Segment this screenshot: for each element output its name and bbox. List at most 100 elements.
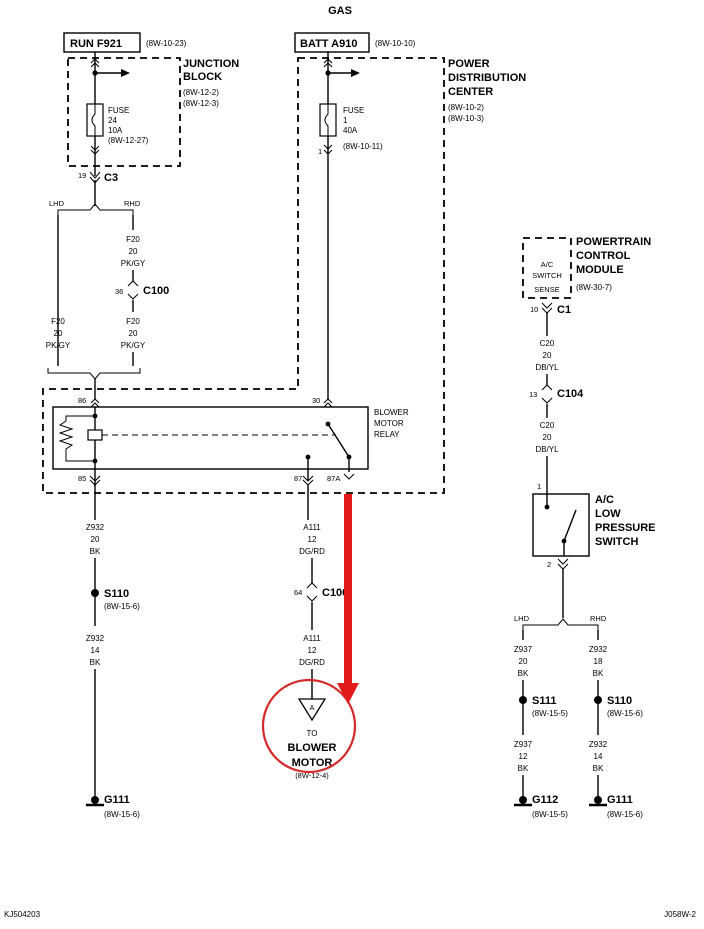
f20-rhd-code: F20 [126, 235, 140, 244]
z937-b-code: Z937 [514, 740, 533, 749]
relay-name-1: BLOWER [374, 408, 409, 417]
relay-pin-85: 85 [78, 474, 86, 483]
junction-block-name-2: BLOCK [183, 71, 222, 83]
relay-coil-symbol [87, 429, 103, 441]
f20-rhd-gauge: 20 [129, 247, 138, 256]
a111-a-code: A111 [303, 523, 321, 532]
ac-switch-name-4: SWITCH [595, 536, 638, 548]
splice-s110-left-dot [91, 589, 99, 597]
split1-lhd: LHD [49, 199, 65, 208]
junction-block-name-1: JUNCTION [183, 58, 239, 70]
c100-upper-pin: 36 [115, 287, 123, 296]
blower-ref-line1: BLOWER [288, 742, 337, 754]
batt-a910-label: BATT A910 [300, 38, 357, 50]
relay-name-3: RELAY [374, 430, 400, 439]
pcm-name-1: POWERTRAIN [576, 236, 651, 248]
fuse-24-number: 24 [108, 116, 117, 125]
f20-lhd-gauge: 20 [54, 329, 63, 338]
pdc-name-2: DISTRIBUTION [448, 72, 526, 84]
relay-name-2: MOTOR [374, 419, 404, 428]
c100-lower-connector: C100 [322, 587, 348, 599]
z932-b-color: BK [90, 658, 101, 667]
z932-d-gauge: 14 [594, 752, 603, 761]
f20-lhd-color: PK/GY [46, 341, 71, 350]
fuse-1-pin: 1 [318, 147, 322, 156]
z932-a-color: BK [90, 547, 101, 556]
blower-ref-letter: A [309, 703, 314, 712]
pcm-name-2: CONTROL [576, 250, 631, 262]
z937-b-color: BK [518, 764, 529, 773]
a111-a-color: DG/RD [299, 547, 325, 556]
z932-a-code: Z932 [86, 523, 105, 532]
relay-pin-30: 30 [312, 396, 320, 405]
splice-s110-left-name: S110 [104, 588, 129, 600]
c20-b-color: DB/YL [535, 445, 559, 454]
run-f921-label: RUN F921 [70, 38, 122, 50]
c104-connector: C104 [557, 388, 584, 400]
highlight-arrow-shaft [344, 494, 352, 684]
pcm-outline [522, 237, 572, 299]
pcm-inner-1: A/C [541, 260, 554, 269]
c104-pin: 13 [529, 390, 537, 399]
z937-a-color: BK [518, 669, 529, 678]
z932-a-gauge: 20 [91, 535, 100, 544]
c100-lower-pin: 64 [294, 588, 302, 597]
pcm-c1-connector: C1 [557, 304, 571, 316]
blower-motor-relay-box [52, 406, 369, 470]
a111-a-gauge: 12 [308, 535, 317, 544]
fuse-1-label: FUSE [343, 106, 364, 115]
splice-s111-dot [519, 696, 527, 704]
ac-switch-name-2: LOW [595, 508, 621, 520]
c20-b-gauge: 20 [543, 433, 552, 442]
ground-g112-ref: (8W-15-5) [532, 810, 568, 819]
junction-block-ref-1: (8W-12-2) [183, 88, 219, 97]
split1-rhd: RHD [124, 199, 141, 208]
f20-rhd-lower-gauge: 20 [129, 329, 138, 338]
blower-ref-ref: (8W-12-4) [295, 771, 329, 780]
relay-pin-87: 87 [294, 474, 302, 483]
z932-b-gauge: 14 [91, 646, 100, 655]
ground-g111-left-name: G111 [104, 794, 130, 806]
z932-b-code: Z932 [86, 634, 105, 643]
split2-lhd: LHD [514, 614, 530, 623]
z932-d-code: Z932 [589, 740, 608, 749]
ac-switch-name-3: PRESSURE [595, 522, 656, 534]
ground-g111-right-name: G111 [607, 794, 633, 806]
f20-rhd-color: PK/GY [121, 259, 146, 268]
ground-g112-name: G112 [532, 794, 558, 806]
splice-s111-name: S111 [532, 695, 556, 707]
c20-b-code: C20 [540, 421, 555, 430]
diagram-title: GAS [328, 5, 352, 17]
fuse-1-number: 1 [343, 116, 348, 125]
split2-rhd: RHD [590, 614, 607, 623]
splice-s110-right-dot [594, 696, 602, 704]
junction-block-outline [67, 57, 181, 167]
ground-g111-right-ref: (8W-15-6) [607, 810, 643, 819]
blower-ref-line2: MOTOR [292, 757, 333, 769]
relay-pin-87a: 87A [327, 474, 340, 483]
junction-block-ref-2: (8W-12-3) [183, 99, 219, 108]
pcm-ref: (8W-30-7) [576, 283, 612, 292]
z932-c-code: Z932 [589, 645, 608, 654]
relay-pin-86: 86 [78, 396, 86, 405]
z932-c-color: BK [593, 669, 604, 678]
c3-pin: 19 [78, 171, 86, 180]
fuse-24-amperage: 10A [108, 126, 123, 135]
ac-switch-name-1: A/C [595, 494, 614, 506]
c100-upper-connector: C100 [143, 285, 169, 297]
ac-switch-box [532, 493, 590, 557]
splice-s110-right-name: S110 [607, 695, 632, 707]
a111-b-code: A111 [303, 634, 321, 643]
highlight-arrow-head [337, 683, 359, 704]
footer-left-id: KJ504203 [4, 910, 41, 919]
fuse-1-amperage: 40A [343, 126, 358, 135]
c20-a-gauge: 20 [543, 351, 552, 360]
run-f921-ref: (8W-10-23) [146, 39, 187, 48]
fuse-24-label: FUSE [108, 106, 129, 115]
f20-rhd-lower-code: F20 [126, 317, 140, 326]
ground-g111-left-ref: (8W-15-6) [104, 810, 140, 819]
batt-a910-ref: (8W-10-10) [375, 39, 416, 48]
a111-b-color: DG/RD [299, 658, 325, 667]
fuse-24-ref: (8W-12-27) [108, 136, 149, 145]
